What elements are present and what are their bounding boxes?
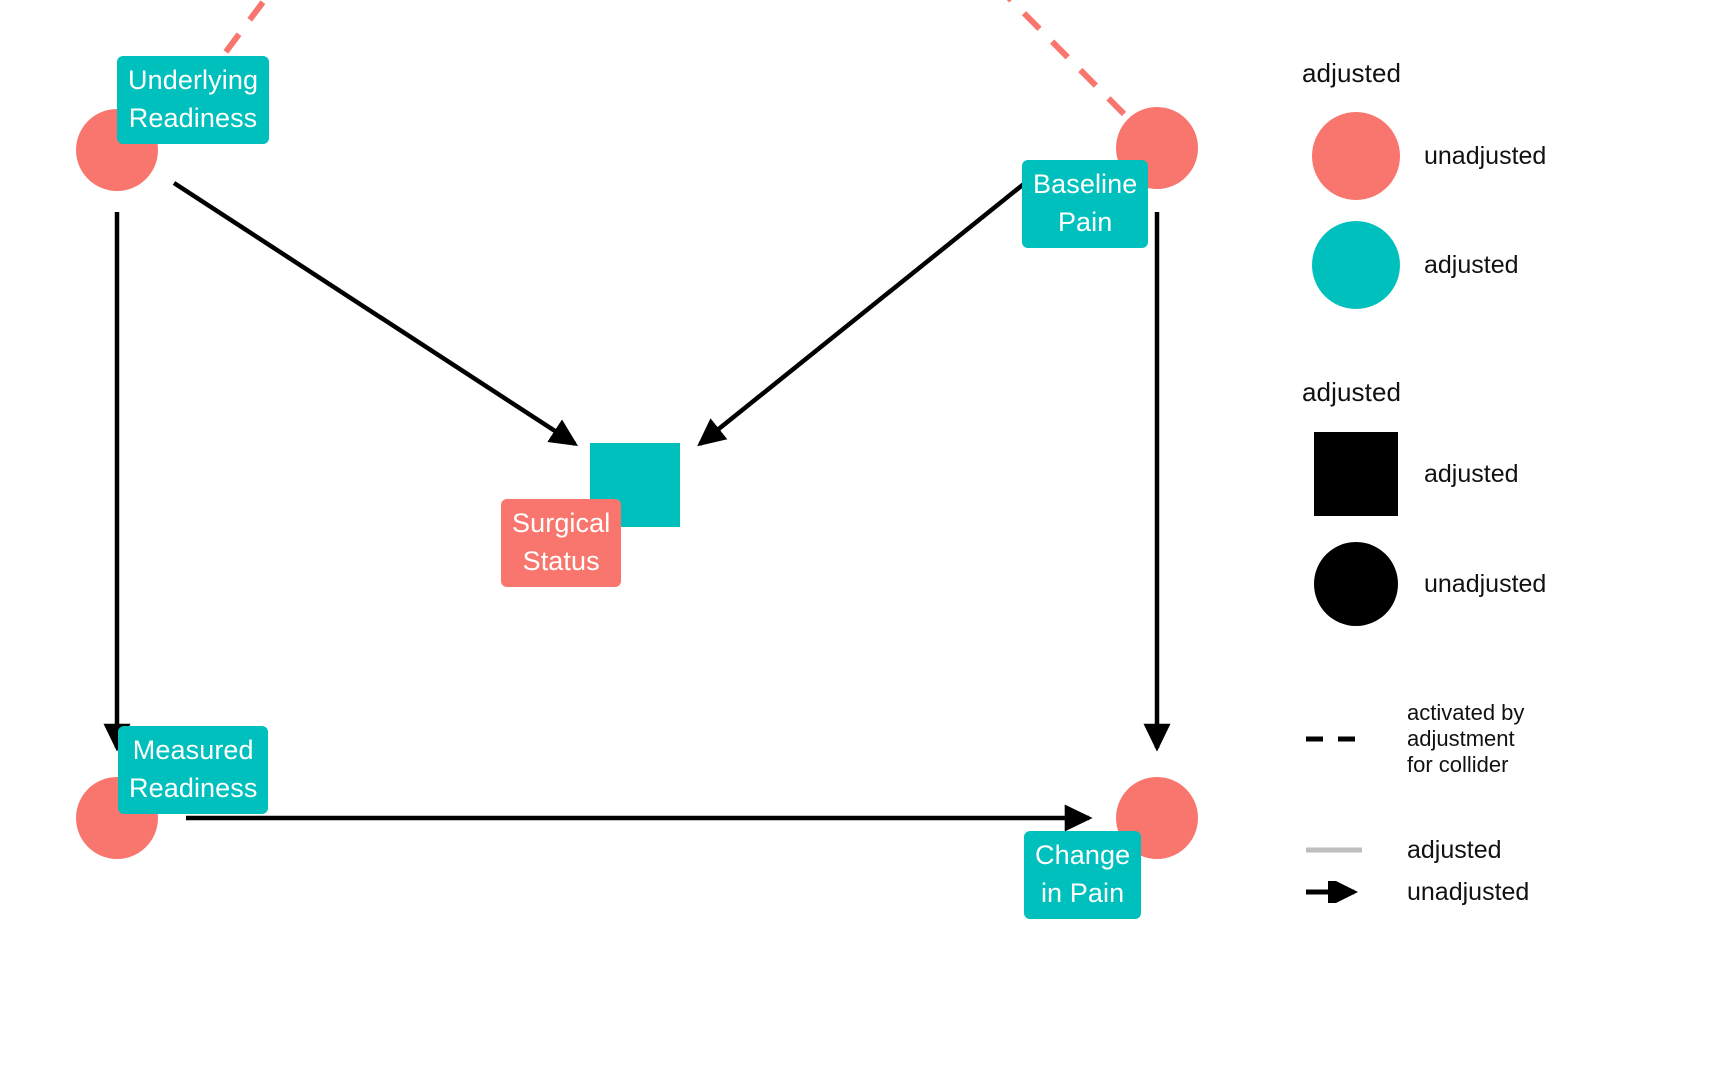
legend-key-container: [1285, 881, 1393, 903]
legend-row-unadjusted-node[interactable]: unadjusted: [1302, 112, 1702, 200]
dashed-line-icon: [1306, 736, 1366, 742]
unadjusted-circle-icon: [1312, 112, 1400, 200]
node-label-underlying-readiness: Underlying Readiness: [117, 56, 270, 144]
legend-row-adjusted-node[interactable]: adjusted: [1302, 221, 1702, 309]
legend-label-edge-adjusted: adjusted: [1407, 835, 1502, 864]
legend-label-collider: activated by adjustment for collider: [1407, 700, 1525, 777]
legend-row-edge-unadjusted[interactable]: unadjusted: [1285, 874, 1705, 910]
unadjusted-circle-black-icon: [1314, 542, 1398, 626]
adjusted-circle-icon: [1312, 221, 1400, 309]
node-label-baseline-pain: Baseline Pain: [1022, 160, 1149, 248]
legend-key-container: [1302, 221, 1410, 309]
legend-key-container: [1285, 729, 1393, 749]
arrow-line-icon: [1306, 881, 1359, 903]
legend-label-adjusted-shape: adjusted: [1424, 459, 1519, 488]
node-label-surgical-status: Surgical Status: [501, 499, 622, 587]
edge-collider-path-right: [1006, 0, 1127, 117]
legend-label-adjusted: adjusted: [1424, 250, 1519, 279]
legend-label-edge-unadjusted: unadjusted: [1407, 877, 1530, 906]
legend-row-collider-dashed[interactable]: activated by adjustment for collider: [1285, 697, 1705, 781]
legend-key-container: [1285, 843, 1393, 857]
node-label-measured-readiness: Measured Readiness: [118, 726, 269, 814]
edge-collider-path-left: [175, 0, 269, 118]
node-label-change-in-pain: Change in Pain: [1024, 831, 1142, 919]
legend-row-unadjusted-shape[interactable]: unadjusted: [1302, 542, 1702, 626]
edge-baseline-to-surgical: [697, 181, 1027, 447]
legend-row-edge-adjusted[interactable]: adjusted: [1285, 832, 1705, 868]
legend-row-adjusted-shape[interactable]: adjusted: [1302, 432, 1702, 516]
edge-underlying-to-surgical: [172, 181, 579, 446]
legend-key-container: [1302, 432, 1410, 516]
adjusted-square-icon: [1314, 432, 1398, 516]
legend-key-container: [1302, 112, 1410, 200]
legend-label-unadjusted-shape: unadjusted: [1424, 569, 1547, 598]
grey-line-icon: [1306, 847, 1362, 853]
legend-label-unadjusted: unadjusted: [1424, 141, 1547, 170]
legend-key-container: [1302, 542, 1410, 626]
